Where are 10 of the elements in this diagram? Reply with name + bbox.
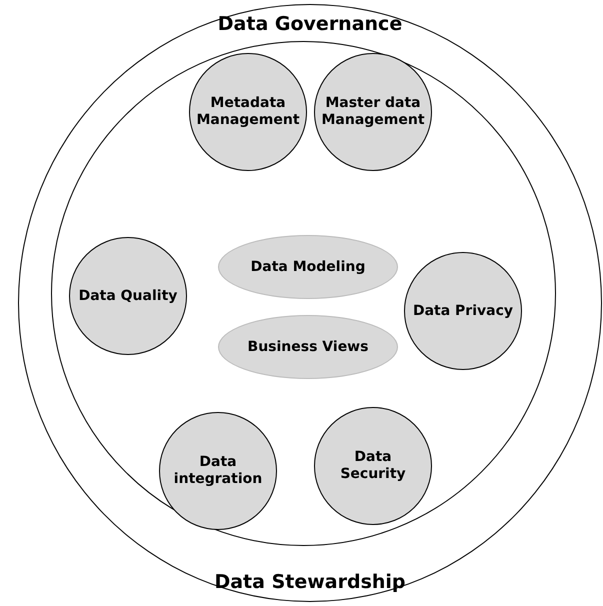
topic-label: Data Security (339, 449, 407, 483)
topic-label: Master data Management (321, 95, 425, 129)
topic-label: Metadata Management (196, 95, 300, 129)
heading: Data Governance (216, 13, 404, 35)
topic-label: Business Views (248, 338, 368, 356)
topic-label: Data Modeling (250, 258, 366, 276)
topic-label: Data Privacy (412, 302, 514, 320)
footer-heading: Data Stewardship (213, 571, 407, 593)
topic-label: Data integration (172, 454, 264, 488)
topic-label: Data Quality (78, 288, 178, 304)
